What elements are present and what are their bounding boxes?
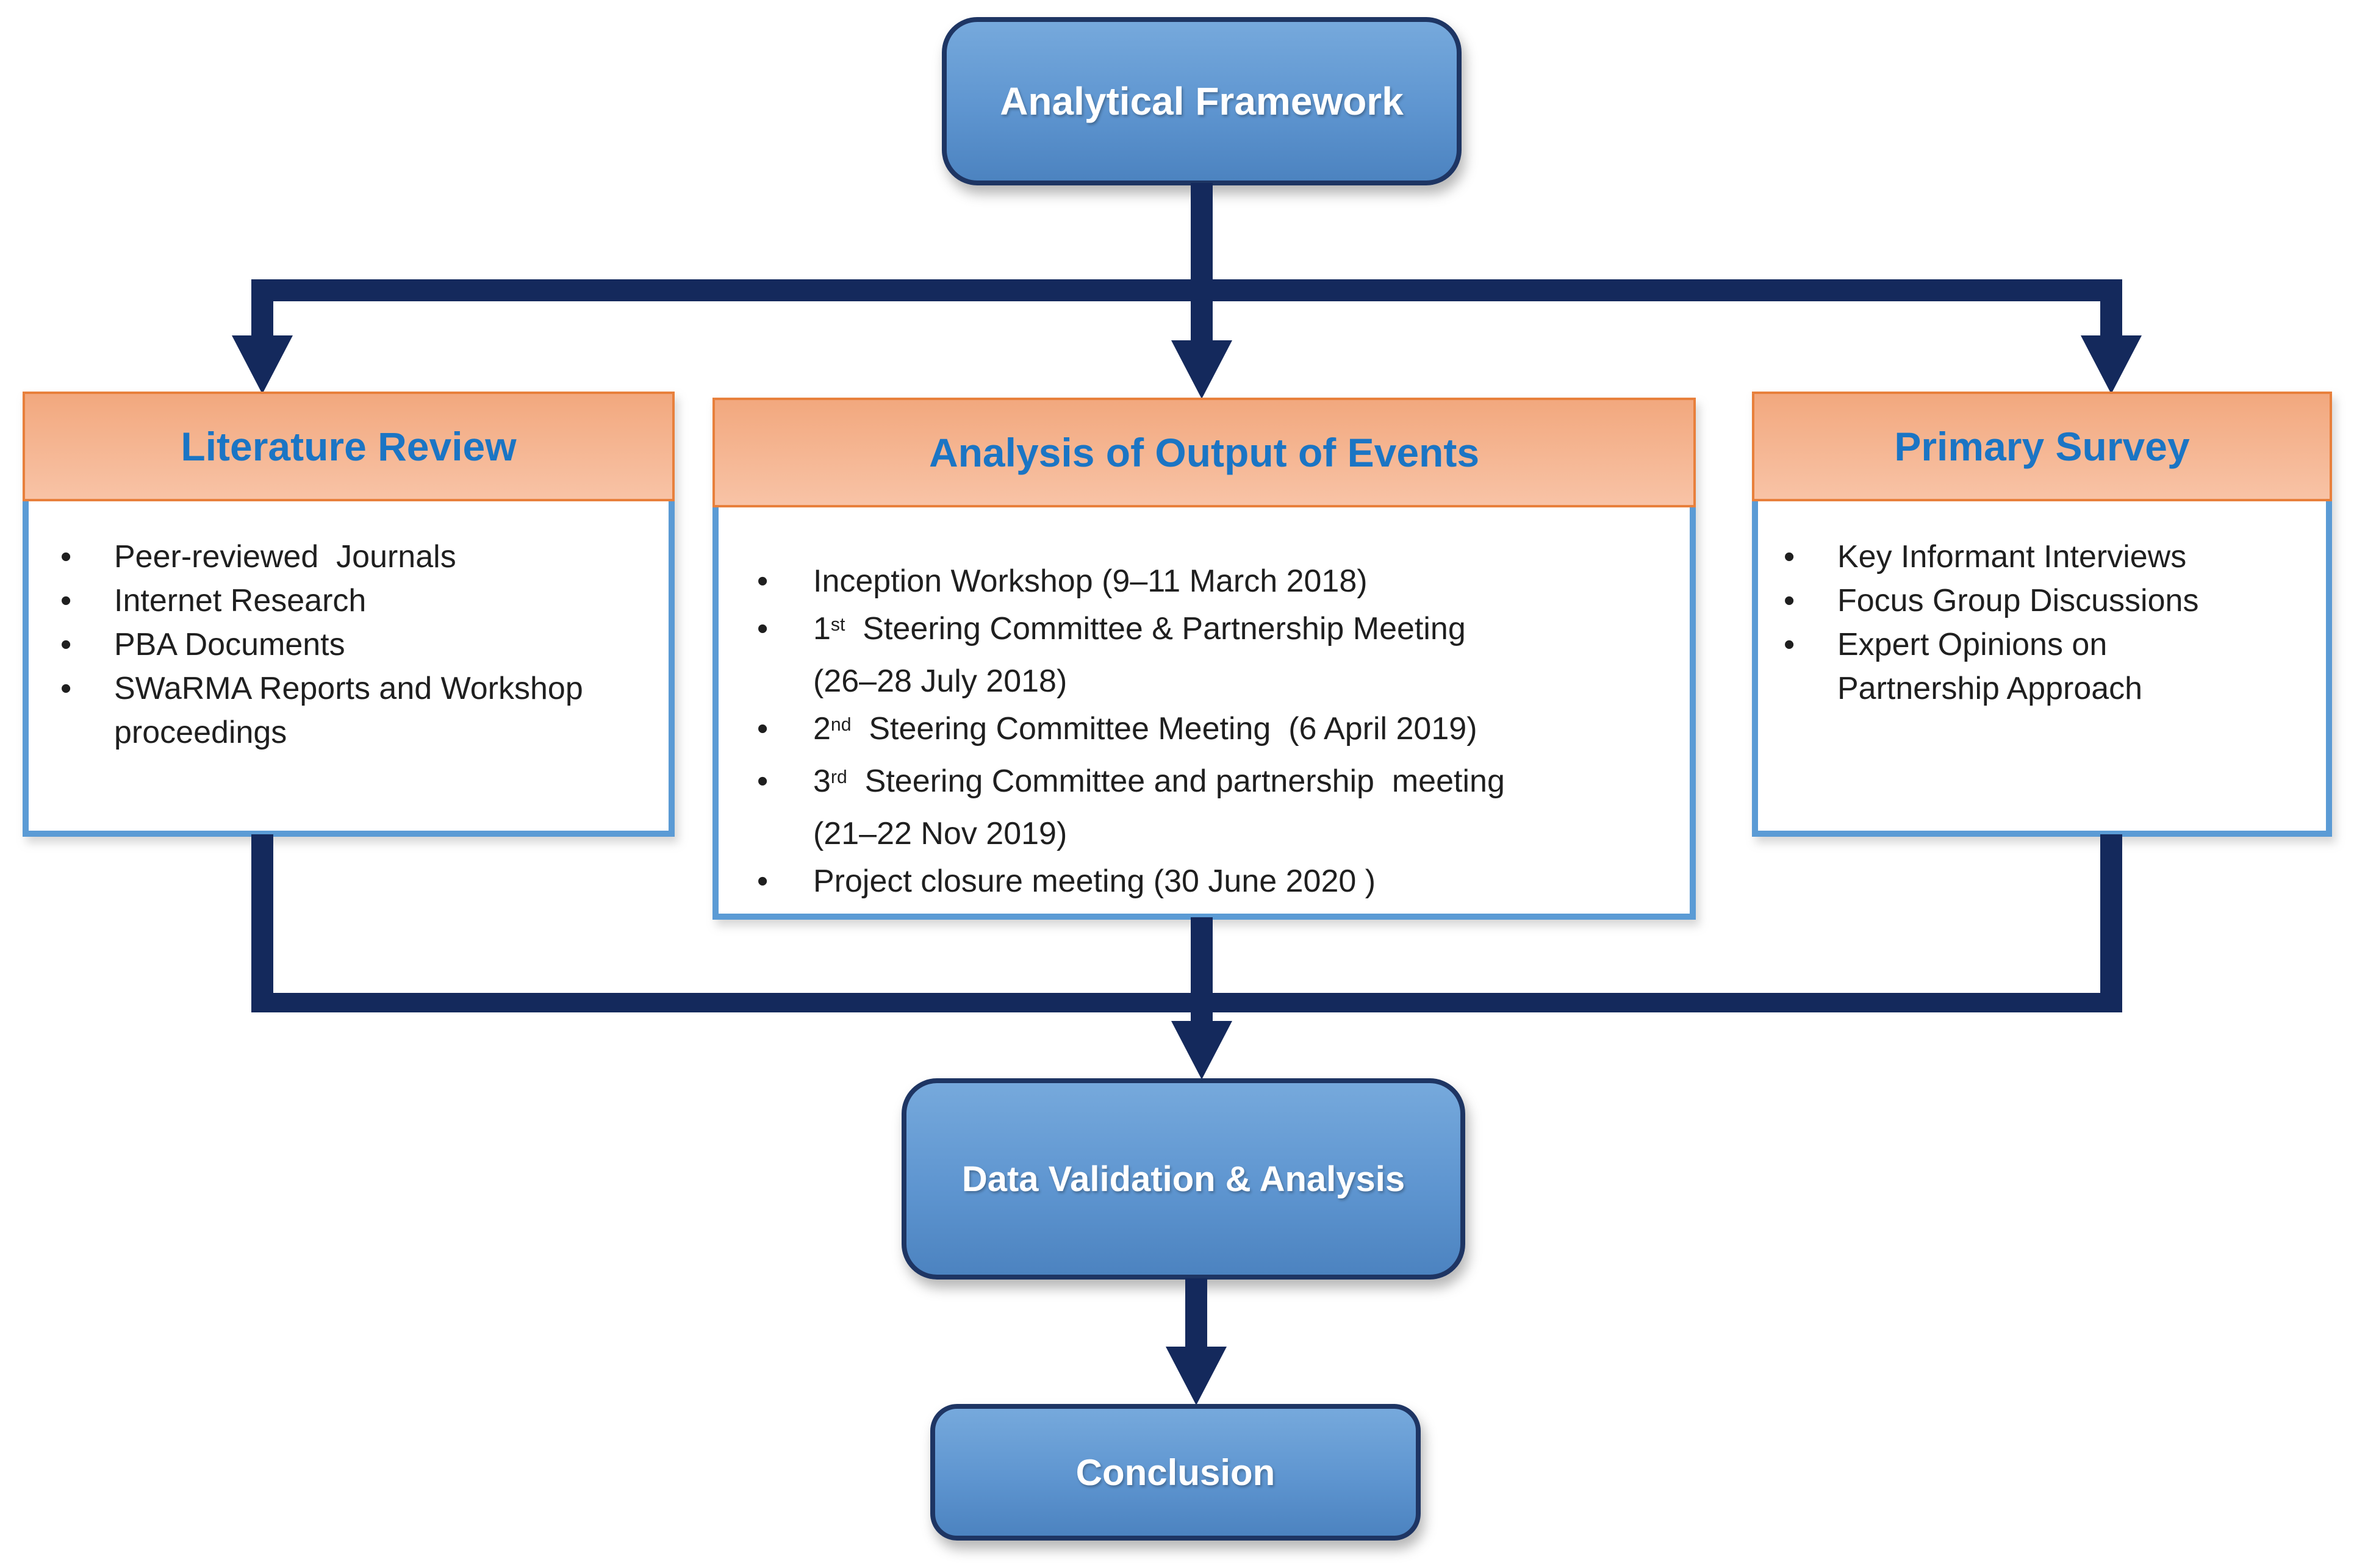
node-analytical-framework-label: Analytical Framework [1000, 79, 1404, 123]
node-data-validation-analysis-label: Data Validation & Analysis [961, 1159, 1405, 1199]
connector-top-to-right [2100, 299, 2122, 337]
box-primary-survey: Primary Survey Key Informant InterviewsF… [1752, 392, 2332, 837]
primary-survey-list: Key Informant InterviewsFocus Group Disc… [1758, 501, 2326, 711]
box-primary-survey-title: Primary Survey [1894, 424, 2190, 469]
distributor-bar-top [251, 279, 2122, 301]
node-analytical-framework: Analytical Framework [942, 17, 1462, 185]
arrow-down-validation-icon [1171, 1021, 1232, 1079]
bullet-item: Peer-reviewed Journals [60, 535, 653, 579]
connector-left-to-bar [251, 834, 273, 1012]
box-literature-review-title: Literature Review [181, 424, 517, 469]
bullet-item: Inception Workshop (9–11 March 2018) [757, 557, 1674, 605]
arrow-down-conclusion-icon [1166, 1347, 1227, 1405]
node-data-validation-analysis: Data Validation & Analysis [902, 1078, 1465, 1280]
bullet-item: 1st Steering Committee & Partnership Mee… [757, 605, 1674, 705]
arrow-down-left-icon [232, 335, 293, 394]
node-conclusion: Conclusion [930, 1404, 1421, 1541]
box-analysis-of-output-header: Analysis of Output of Events [712, 398, 1696, 507]
bullet-item: Internet Research [60, 579, 653, 623]
bullet-item: Project closure meeting (30 June 2020 ) [757, 857, 1674, 905]
bullet-item: Focus Group Discussions [1784, 579, 2311, 623]
box-literature-review-header: Literature Review [23, 392, 675, 501]
box-analysis-of-output: Analysis of Output of Events Inception W… [712, 398, 1696, 920]
connector-top-to-left [251, 299, 273, 337]
box-literature-review: Literature Review Peer-reviewed Journals… [23, 392, 675, 837]
analysis-of-output-list: Inception Workshop (9–11 March 2018)1st … [719, 507, 1690, 905]
arrow-down-middle-icon [1171, 340, 1232, 399]
box-analysis-of-output-title: Analysis of Output of Events [928, 430, 1480, 475]
bullet-item: PBA Documents [60, 623, 653, 667]
connector-right-to-bar [2100, 834, 2122, 1012]
bullet-item: 2nd Steering Committee Meeting (6 April … [757, 705, 1674, 757]
node-conclusion-label: Conclusion [1075, 1452, 1276, 1493]
connector-validation-to-conclusion [1185, 1278, 1207, 1349]
bullet-item: 3rd Steering Committee and partnership m… [757, 757, 1674, 857]
collector-bar-bottom [251, 993, 2122, 1012]
box-primary-survey-header: Primary Survey [1752, 392, 2332, 501]
bullet-item: Key Informant Interviews [1784, 535, 2311, 579]
connector-top-to-middle [1191, 183, 1213, 343]
arrow-down-right-icon [2081, 335, 2142, 394]
literature-review-list: Peer-reviewed JournalsInternet ResearchP… [29, 501, 669, 754]
